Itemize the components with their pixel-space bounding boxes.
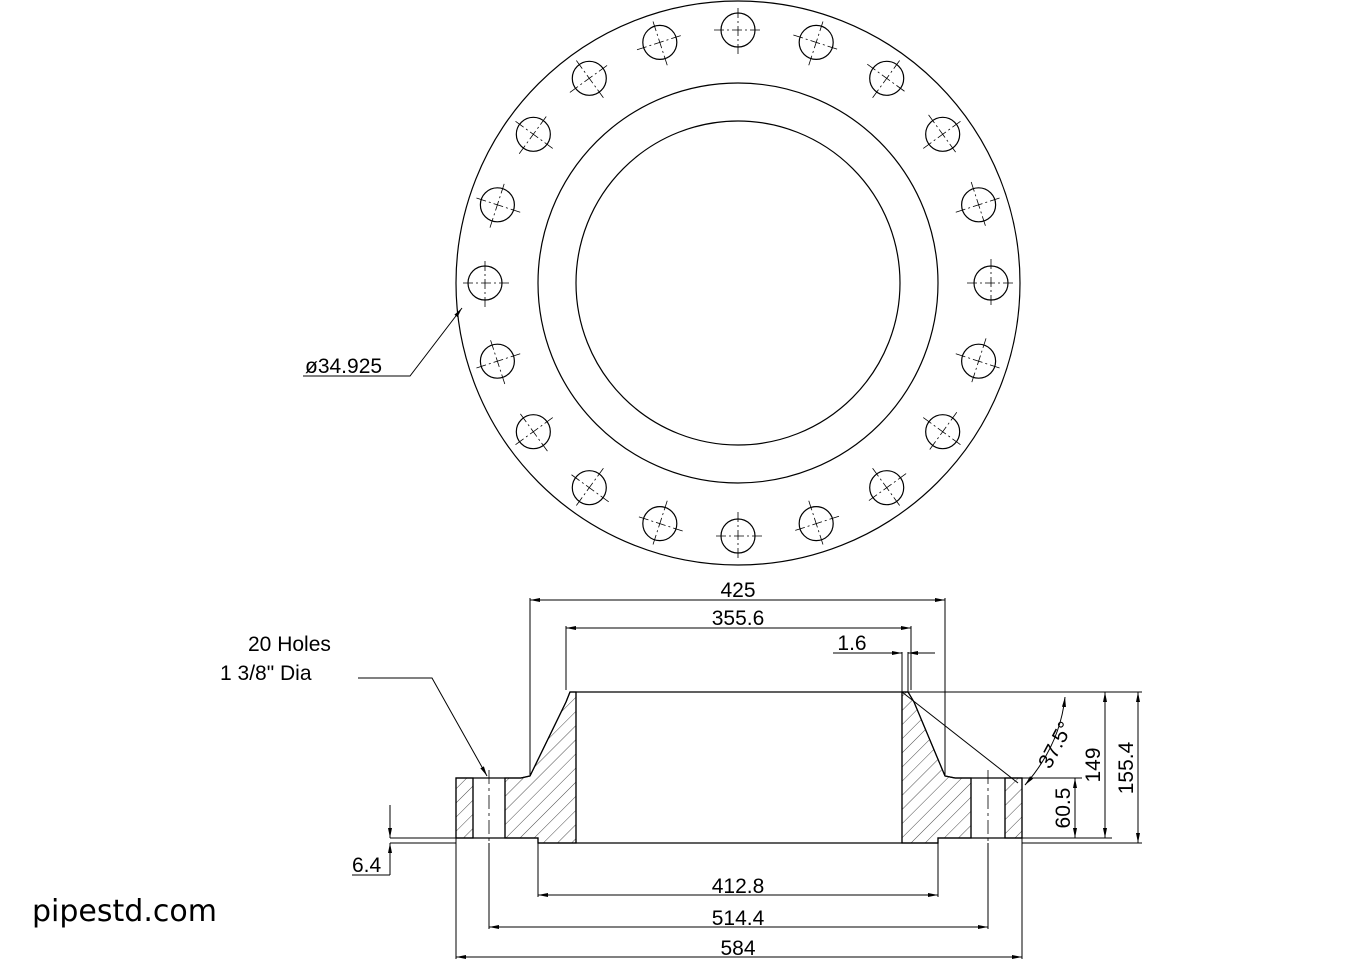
hole-diameter-label: ø34.925 [305, 355, 382, 378]
bolt-hole-circle [515, 414, 551, 450]
bolt-hole [636, 500, 683, 547]
holes-note-line2: 1 3/8" Dia [220, 662, 312, 685]
hole-centerline [867, 473, 907, 503]
bolt-hole-circle [798, 24, 834, 60]
hatch-left-outer [455, 777, 474, 839]
bolt-hole-circle [642, 506, 678, 542]
hole-centerline [569, 63, 609, 93]
holes-note-line1: 20 Holes [248, 633, 331, 656]
bolt-hole [793, 19, 840, 66]
bolt-hole [569, 468, 609, 508]
bolt-hole-circle [961, 187, 997, 223]
bolt-hole-circle [642, 24, 678, 60]
dim-flange-od: 584 [720, 937, 755, 960]
hole-centerline [928, 114, 958, 154]
bolt-hole [793, 500, 840, 547]
hole-centerline [793, 34, 840, 51]
hatch-left-hub [504, 691, 577, 844]
hole-centerline [793, 515, 840, 532]
bolt-holes [461, 6, 1015, 560]
hatch-right-outer [1004, 777, 1023, 839]
flange-outer-circle [455, 0, 1021, 566]
bore-circle [575, 120, 901, 446]
hole-centerline [569, 473, 609, 503]
hole-centerline [636, 34, 683, 51]
hole-centerline [970, 338, 987, 385]
hole-centerline [928, 412, 958, 452]
bolt-hole-circle [798, 506, 834, 542]
hole-centerline [970, 181, 987, 228]
bolt-hole-circle [571, 470, 607, 506]
hole-centerline [518, 114, 548, 154]
bolt-hole-circle [479, 187, 515, 223]
hole-centerline [867, 63, 907, 93]
bolt-hole-circle [925, 116, 961, 152]
watermark: pipestd.com [32, 894, 217, 929]
dim-overall-length: 155.4 [1115, 741, 1138, 794]
hole-dia-leader [303, 307, 463, 377]
bolt-hole [714, 512, 762, 560]
bolt-hole [569, 58, 609, 98]
hole-centerline [636, 515, 683, 532]
top-view [455, 0, 1021, 566]
bolt-hole [636, 19, 683, 66]
dim-raised-face-height: 6.4 [352, 854, 382, 877]
hole-centerline [489, 338, 506, 385]
bolt-hole [955, 181, 1002, 228]
bolt-hole [474, 338, 521, 385]
bolt-hole [714, 6, 762, 54]
bolt-hole [967, 259, 1015, 307]
bolt-hole [513, 412, 553, 452]
dim-bevel-land: 1.6 [837, 632, 866, 655]
hole-centerline [518, 412, 548, 452]
dim-bevel-angle: 37.5° [1034, 718, 1077, 772]
dim-length-thru-hub: 149 [1082, 747, 1105, 782]
hole-centerline [489, 181, 506, 228]
bolt-hole-circle [961, 343, 997, 379]
dim-bolt-circle: 514.4 [712, 907, 765, 930]
bolt-hole-circle [869, 470, 905, 506]
hatch-right-hub [901, 691, 972, 844]
dim-hub-od: 425 [720, 579, 755, 602]
bolt-hole [867, 58, 907, 98]
dim-raised-face-dia: 412.8 [712, 875, 765, 898]
bolt-hole [923, 114, 963, 154]
dim-bore: 355.6 [712, 607, 765, 630]
section-view [455, 691, 1023, 845]
bolt-hole [474, 181, 521, 228]
dim-flange-thickness: 60.5 [1052, 788, 1075, 829]
bolt-hole-circle [515, 116, 551, 152]
bolt-hole [867, 468, 907, 508]
bolt-hole-circle [479, 343, 515, 379]
bolt-hole [513, 114, 553, 154]
bolt-hole-circle [571, 60, 607, 96]
bolt-hole [461, 259, 509, 307]
dimension-lines [352, 598, 1142, 959]
bolt-hole [923, 412, 963, 452]
bolt-hole-circle [869, 60, 905, 96]
bolt-hole-circle [925, 414, 961, 450]
bolt-hole [955, 338, 1002, 385]
hub-circle [537, 82, 939, 484]
